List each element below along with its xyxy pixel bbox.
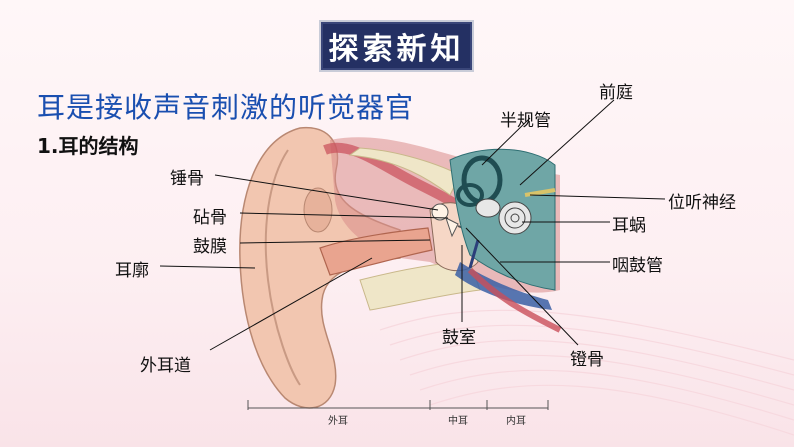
leader-chuigu bbox=[214, 174, 439, 211]
subtitle: 耳是接收声音刺激的听觉器官 bbox=[37, 91, 415, 124]
label-banguiguan: 半规管 bbox=[500, 111, 551, 131]
scale-label-inner: 内耳 bbox=[506, 416, 526, 427]
label-gumo: 鼓膜 bbox=[193, 237, 227, 257]
label-yangu: 咽鼓管 bbox=[612, 256, 663, 276]
scale-label-outer: 外耳 bbox=[328, 416, 348, 427]
label-denggu: 镫骨 bbox=[570, 350, 604, 370]
label-waierdao: 外耳道 bbox=[140, 356, 191, 376]
leader-erkuo bbox=[159, 265, 256, 269]
title-box: 探索新知 bbox=[319, 20, 474, 72]
label-gushi: 鼓室 bbox=[442, 328, 476, 348]
leader-weitingshenjing bbox=[529, 194, 666, 200]
page-title: 探索新知 bbox=[328, 32, 465, 67]
leader-banguiguan bbox=[481, 117, 531, 166]
leader-gumo bbox=[239, 239, 431, 244]
leader-waierdao bbox=[209, 257, 373, 351]
section-heading: 1.耳的结构 bbox=[37, 134, 139, 158]
scale-label-middle: 中耳 bbox=[448, 416, 468, 427]
scale-bracket bbox=[247, 400, 549, 410]
label-erkuo: 耳廓 bbox=[115, 261, 149, 281]
label-erwo: 耳蜗 bbox=[612, 216, 646, 236]
label-zhengu: 砧骨 bbox=[193, 208, 227, 228]
label-qianting: 前庭 bbox=[599, 83, 633, 103]
leader-qianting bbox=[519, 99, 615, 186]
label-weitingshenjing: 位听神经 bbox=[668, 193, 736, 213]
eustachian-tube-shape bbox=[455, 262, 552, 310]
leader-denggu bbox=[465, 227, 579, 346]
leader-zhengu bbox=[239, 212, 449, 219]
label-chuigu: 锤骨 bbox=[170, 169, 204, 189]
